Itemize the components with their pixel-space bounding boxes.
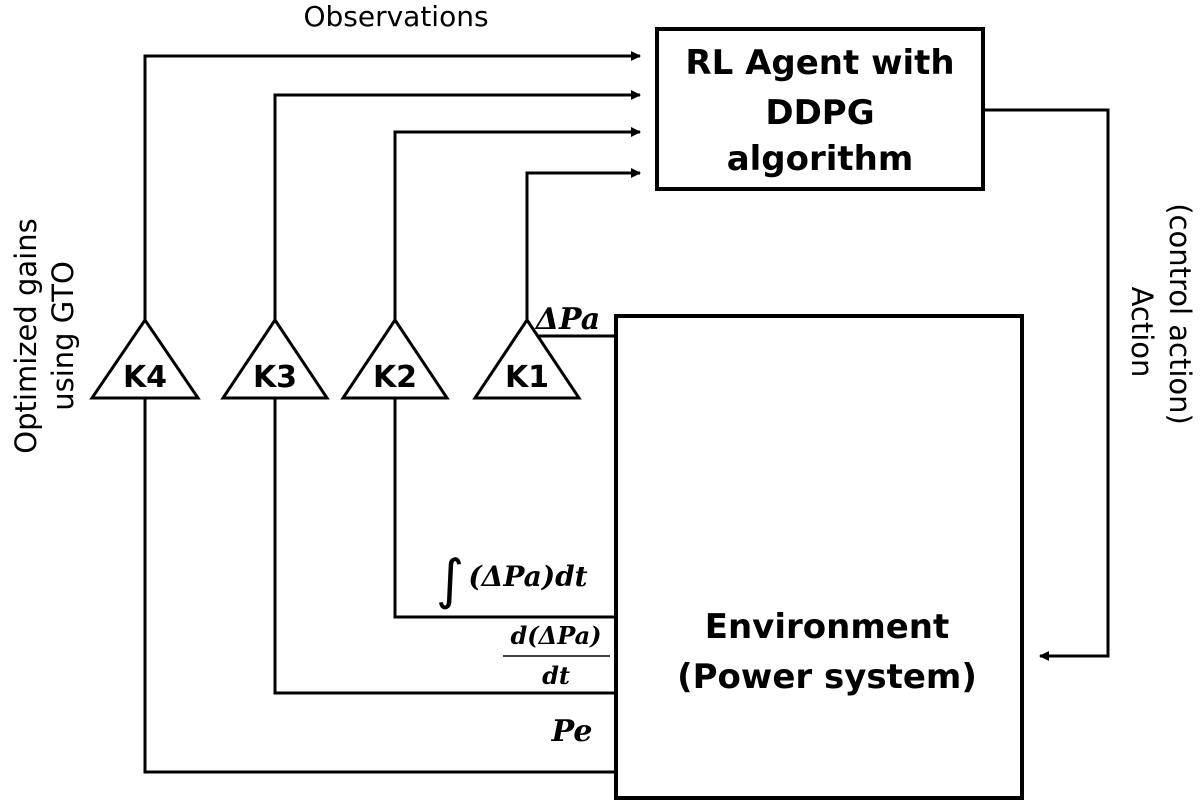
observations-label: Observations [303, 0, 488, 33]
optimized-gains-label-line-1: Optimized gains [9, 218, 43, 453]
pe-label: Pe [551, 714, 593, 749]
gain-label-k4: K4 [123, 360, 167, 395]
action-label-line-2: (control action) [1163, 203, 1197, 425]
gain-label-k2: K2 [373, 360, 417, 395]
environment-line-1: Environment [705, 607, 950, 647]
k3-to-agent-wire [273, 90, 641, 320]
gain-block-k3: K3 [220, 317, 330, 400]
integral-wire [393, 398, 616, 619]
rl-agent-line-2: DDPG [765, 93, 874, 133]
rl-agent-line-3: algorithm [727, 139, 914, 179]
k4-to-agent-wire [143, 51, 641, 320]
action-wire [985, 108, 1110, 661]
k1-to-agent-wire [525, 168, 641, 320]
action-label-line-1: Action [1125, 287, 1159, 378]
pe-wire [143, 398, 616, 774]
derivative-numerator: d(ΔPa) [510, 621, 601, 650]
environment-block [614, 314, 1024, 800]
environment-line-2: (Power system) [677, 657, 977, 697]
gain-block-k1: K1 [472, 317, 582, 400]
integral-sign: ∫ [436, 548, 464, 611]
delta-pa-label: ΔPa [534, 302, 600, 337]
rl-agent-line-1: RL Agent with [685, 43, 954, 83]
gain-label-k1: K1 [505, 360, 549, 395]
rl-agent-block [655, 27, 985, 191]
derivative-denominator: dt [542, 661, 570, 690]
k2-to-agent-wire [393, 127, 641, 320]
gain-label-k3: K3 [253, 360, 297, 395]
derivative-wire [273, 398, 616, 695]
gain-block-k4: K4 [89, 317, 201, 400]
optimized-gains-label-line-2: using GTO [46, 261, 80, 411]
gain-block-k2: K2 [340, 317, 450, 400]
integral-label: (ΔPa)dt [468, 560, 587, 593]
